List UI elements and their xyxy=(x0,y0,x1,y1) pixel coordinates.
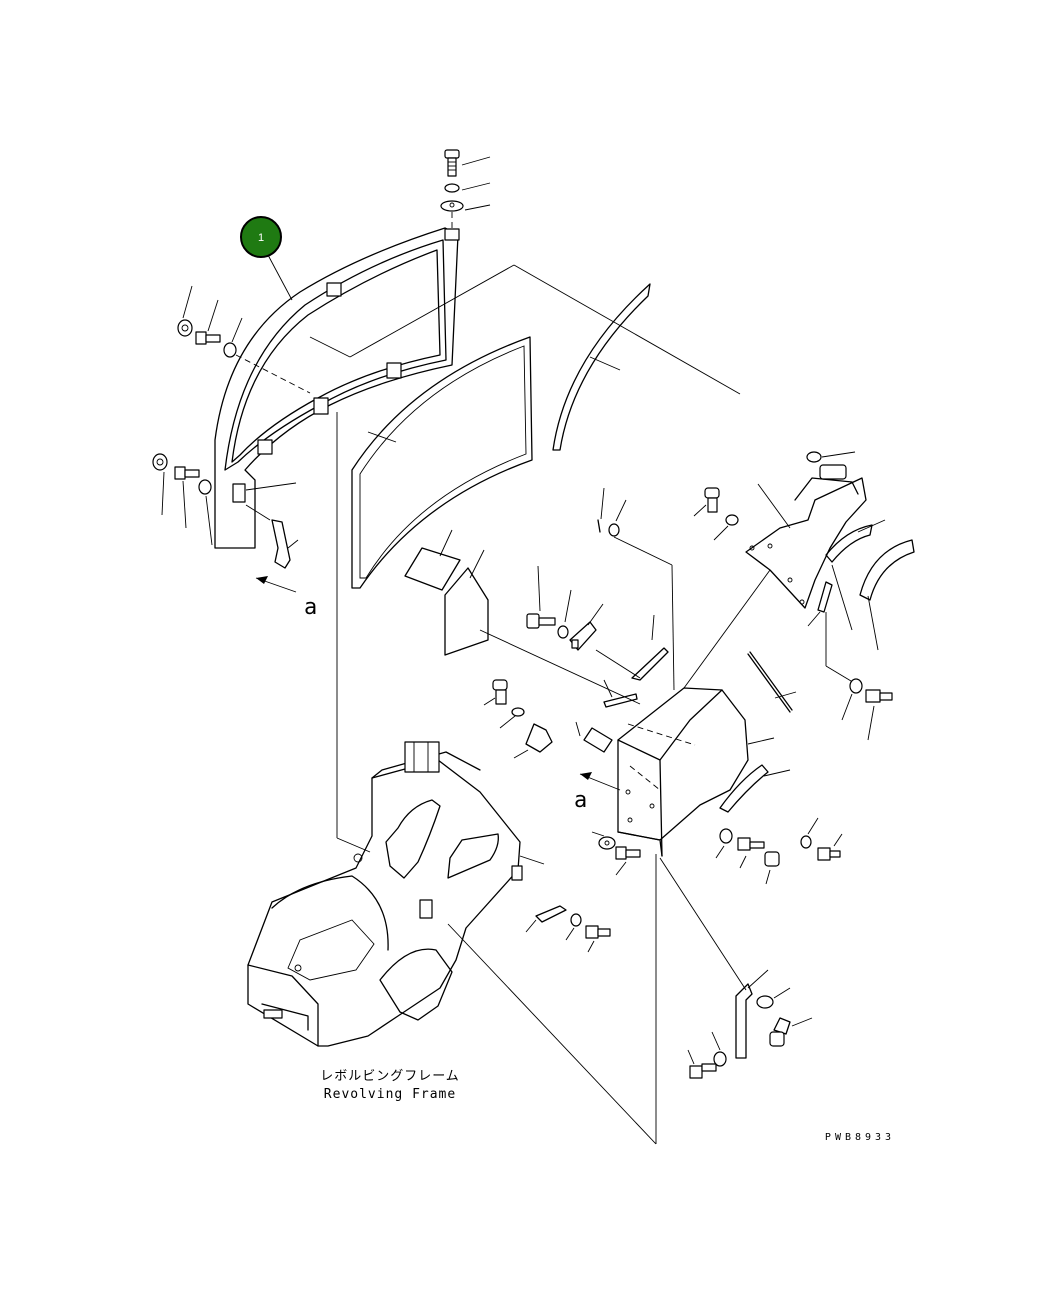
arc-trim xyxy=(807,519,915,651)
callout-1[interactable]: 1 xyxy=(240,216,293,301)
view-arrow-right: a xyxy=(574,772,621,813)
drawing-code: PWB8933 xyxy=(825,1132,895,1143)
view-marker-left: a xyxy=(304,595,317,620)
view-arrow-left: a xyxy=(255,576,317,620)
revolving-frame xyxy=(247,741,657,1145)
callout-number: 1 xyxy=(258,232,264,244)
plate-small xyxy=(404,529,461,591)
strap-lower xyxy=(659,857,813,1079)
top-bolt-stack xyxy=(440,149,491,232)
callout-leader xyxy=(267,254,293,301)
glass-panel-curved xyxy=(552,283,651,451)
hardware-mid-left xyxy=(526,565,641,679)
bracket-upper-right xyxy=(745,451,867,609)
rod-right xyxy=(747,651,797,713)
view-marker-right: a xyxy=(574,788,587,813)
screw-small-top xyxy=(597,487,675,691)
cover-housing xyxy=(617,687,775,857)
handle-l-bar xyxy=(631,614,669,681)
panel-leader-lines xyxy=(309,264,741,853)
frame-label: レボルビングフレーム Revolving Frame xyxy=(320,1069,460,1102)
left-bolt-set-lower xyxy=(152,453,213,546)
bracket-small-frame xyxy=(525,905,611,953)
frame-label-japanese: レボルビングフレーム xyxy=(320,1069,460,1084)
latch-bracket xyxy=(245,504,299,569)
pin-rod xyxy=(603,679,638,708)
seal-strip xyxy=(719,764,791,813)
callout-marker[interactable] xyxy=(240,216,282,258)
hardware-upper-right xyxy=(683,487,893,741)
glass-panel-large xyxy=(351,336,533,589)
plate-rubber xyxy=(444,549,641,705)
left-bolt-set-upper xyxy=(177,285,311,394)
cover-panel xyxy=(214,227,460,549)
frame-label-english: Revolving Frame xyxy=(324,1087,456,1102)
hardware-bottom-right xyxy=(591,817,843,885)
hardware-mid-lower xyxy=(483,679,613,759)
